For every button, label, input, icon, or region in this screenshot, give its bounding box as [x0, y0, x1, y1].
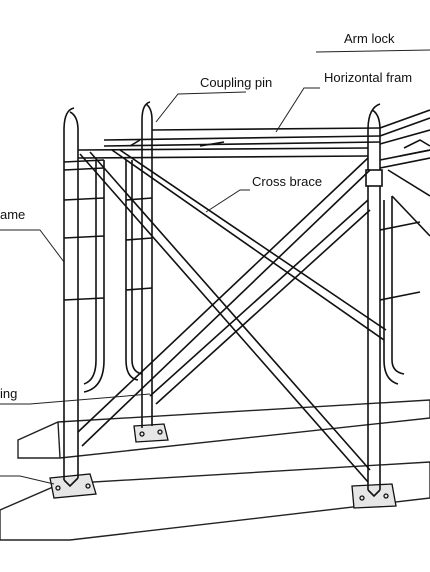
vertical-frame-right	[365, 103, 430, 498]
label-horizontal-frame: Horizontal fram	[324, 70, 412, 85]
label-frame: ame	[0, 207, 25, 222]
label-coupling-pin: Coupling pin	[200, 75, 272, 90]
base-plates	[49, 423, 397, 509]
leader-lines	[0, 49, 430, 485]
vertical-frame-left	[63, 107, 105, 488]
cross-braces	[77, 149, 387, 483]
label-arm-lock: Arm lock	[344, 31, 395, 46]
label-cross-brace: Cross brace	[252, 174, 322, 189]
horizontal-frames	[77, 109, 430, 237]
label-leveling: ing	[0, 386, 17, 401]
